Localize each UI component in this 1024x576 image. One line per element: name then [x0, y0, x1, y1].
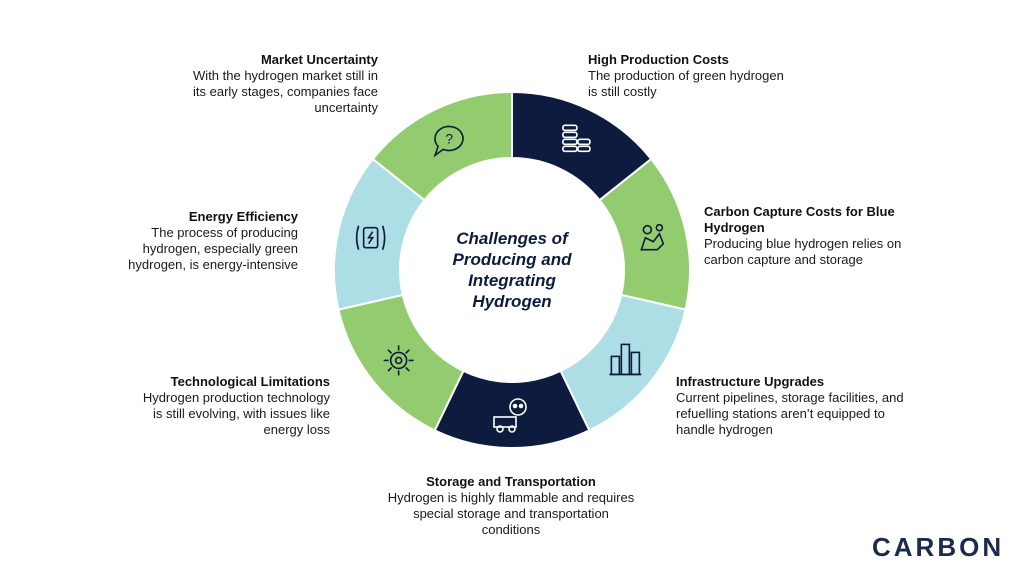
callout-title: High Production Costs — [588, 52, 729, 67]
carbon-capture-icon — [640, 223, 665, 251]
callout-storage-transportation: Storage and Transportation Hydrogen is h… — [386, 474, 636, 538]
carbon-logo: CARBON — [872, 532, 1005, 562]
callout-title: Infrastructure Upgrades — [676, 374, 825, 389]
callout-desc: Producing blue hydrogen relies on carbon… — [704, 236, 902, 267]
coins-stack-icon — [562, 124, 591, 153]
center-title: Challenges of Producing and Integrating … — [452, 229, 572, 311]
refinery-icon — [609, 343, 642, 376]
callout-title: Technological Limitations — [170, 374, 330, 389]
callout-desc: Hydrogen production technology is still … — [142, 390, 330, 437]
question-bubble-icon: ? — [433, 125, 464, 158]
callout-high-production-costs: High Production Costs The production of … — [588, 52, 788, 100]
callout-carbon-capture: Carbon Capture Costs for Blue Hydrogen P… — [704, 204, 919, 268]
callout-desc: The process of producing hydrogen, espec… — [128, 225, 298, 272]
ring-segment — [371, 90, 513, 202]
hazard-truck-icon — [493, 398, 527, 433]
callout-title: Energy Efficiency — [188, 209, 298, 224]
callout-desc: Hydrogen is highly flammable and require… — [387, 490, 635, 537]
callout-market-uncertainty: Market Uncertainty With the hydrogen mar… — [178, 52, 378, 116]
callout-title: Storage and Transportation — [426, 474, 596, 489]
callout-energy-efficiency: Energy Efficiency The process of produci… — [98, 209, 298, 273]
callout-desc: Current pipelines, storage facilities, a… — [676, 390, 904, 437]
callout-desc: With the hydrogen market still in its ea… — [193, 68, 378, 115]
callout-title: Carbon Capture Costs for Blue Hydrogen — [704, 204, 895, 235]
svg-text:?: ? — [445, 130, 453, 146]
callout-desc: The production of green hydrogen is stil… — [588, 68, 784, 99]
battery-cycle-icon — [355, 225, 386, 250]
callout-infrastructure-upgrades: Infrastructure Upgrades Current pipeline… — [676, 374, 926, 438]
gear-icon — [383, 345, 414, 376]
callout-title: Market Uncertainty — [260, 52, 378, 67]
callout-technological-limitations: Technological Limitations Hydrogen produ… — [130, 374, 330, 438]
